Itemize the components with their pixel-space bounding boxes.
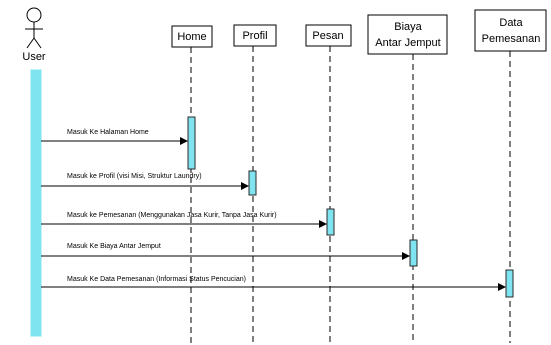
lifeline-data-label-line1: Data: [499, 17, 523, 29]
lifeline-profil-label: Profil: [242, 30, 267, 42]
actor-leg-left: [26, 37, 35, 49]
message-home: Masuk Ke Halaman Home: [41, 129, 188, 145]
user-actor: User: [22, 7, 46, 63]
lifeline-data-pemesanan: Data Pemesanan: [474, 9, 547, 343]
message-biaya: Masuk Ke Biaya Antar Jemput: [41, 243, 410, 260]
lifeline-home-box: [171, 25, 213, 48]
activation-data: [505, 269, 514, 298]
lifeline-profil-box: [233, 24, 277, 47]
actor-head-icon: [26, 7, 42, 23]
actor-leg-right: [33, 37, 42, 49]
lifeline-biaya-label-line2: Antar Jemput: [375, 37, 440, 49]
lifeline-profil: Profil: [233, 24, 277, 343]
message-profil-label: Masuk ke Profil (visi Misi, Struktur Lau…: [67, 173, 202, 180]
lifeline-home-label: Home: [177, 31, 206, 43]
activation-pesan: [326, 208, 335, 236]
lifeline-pesan-label: Pesan: [312, 30, 343, 42]
lifeline-data-label-line2: Pemesanan: [482, 33, 541, 45]
message-pesan: Masuk ke Pemesanan (Menggunakan Jasa Kur…: [41, 212, 327, 228]
activation-home: [187, 116, 196, 170]
user-activation-bar: [30, 69, 42, 337]
activation-profil: [248, 170, 257, 196]
message-data-label: Masuk Ke Data Pemesanan (Informasi Statu…: [67, 276, 246, 283]
lifeline-biaya-label-line1: Biaya: [394, 21, 422, 33]
message-biaya-label: Masuk Ke Biaya Antar Jemput: [67, 243, 161, 250]
message-home-label: Masuk Ke Halaman Home: [67, 129, 149, 136]
lifeline-pesan-box: [305, 24, 352, 47]
activation-biaya: [409, 239, 418, 267]
lifeline-biaya-box: [367, 14, 448, 55]
message-pesan-label: Masuk ke Pemesanan (Menggunakan Jasa Kur…: [67, 212, 277, 219]
lifeline-pesan: Pesan: [305, 24, 352, 343]
lifeline-biaya-antar-jemput: Biaya Antar Jemput: [367, 14, 448, 343]
message-data: Masuk Ke Data Pemesanan (Informasi Statu…: [41, 276, 506, 291]
message-profil: Masuk ke Profil (visi Misi, Struktur Lau…: [41, 173, 249, 190]
lifeline-home: Home: [171, 25, 213, 343]
actor-label: User: [22, 51, 46, 63]
lifeline-data-box: [474, 9, 547, 52]
